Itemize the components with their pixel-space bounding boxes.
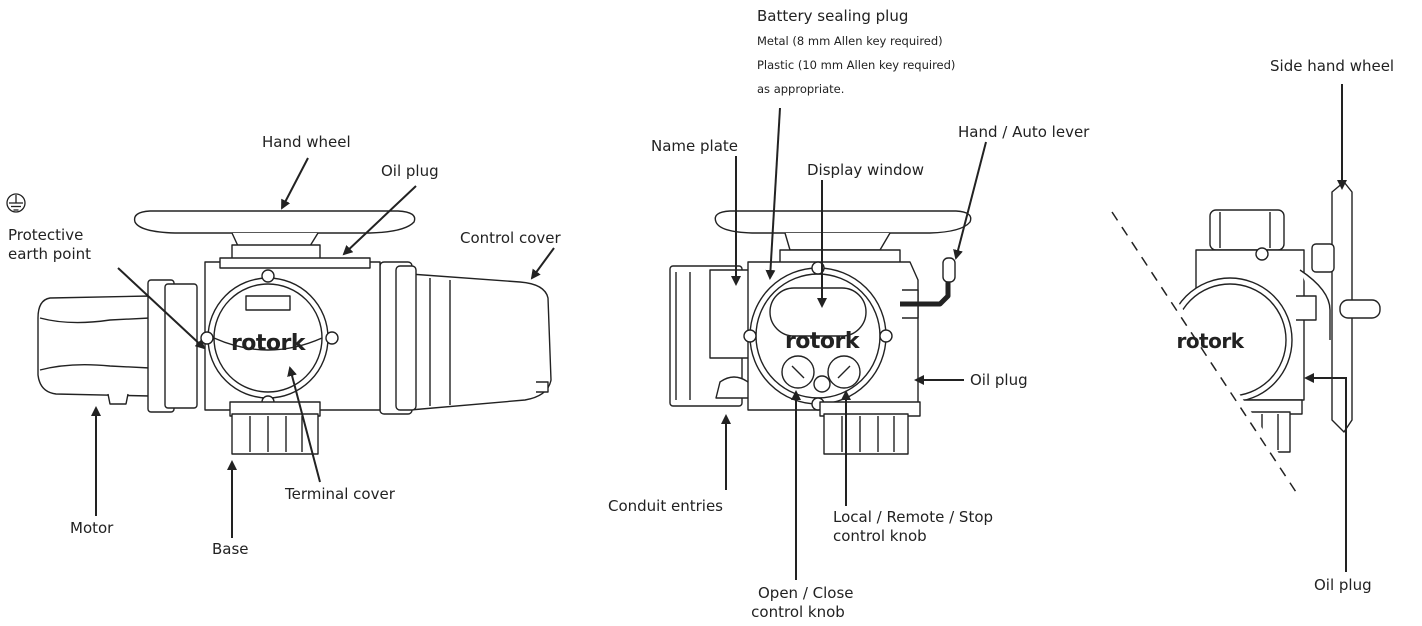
label-battery-line2: Plastic (10 mm Allen key required) <box>757 58 956 72</box>
label-display-window: Display window <box>807 161 924 179</box>
label-hand-wheel: Hand wheel <box>262 133 351 151</box>
label-terminal-cover: Terminal cover <box>285 485 395 503</box>
label-oil-plug-right: Oil plug <box>1314 576 1372 594</box>
rotork-logo: rotork <box>231 331 307 356</box>
arrow-protective-earth <box>117 267 206 350</box>
arrow-control-cover <box>530 247 555 280</box>
arrow-terminal-cover <box>287 366 321 483</box>
arrow-hand-wheel <box>281 157 309 210</box>
arrow-battery-plug <box>765 107 781 280</box>
label-hand-auto-lever: Hand / Auto lever <box>958 123 1090 141</box>
rotork-logo-front: rotork <box>785 329 861 354</box>
cut-line <box>1111 211 1297 493</box>
label-base: Base <box>212 540 249 558</box>
label-battery-line3: as appropriate. <box>757 82 845 96</box>
actuator-front-view <box>669 210 972 455</box>
hand-wheel-rim <box>133 210 416 234</box>
label-battery-line1: Metal (8 mm Allen key required) <box>757 34 943 48</box>
label-motor: Motor <box>70 519 114 537</box>
rotork-logo-angled: rotork <box>1176 329 1244 353</box>
display-window-shape <box>769 287 867 337</box>
actuator-side-view <box>37 210 552 455</box>
label-conduit-entries: Conduit entries <box>608 497 723 515</box>
label-local-remote-1: Local / Remote / Stop <box>833 508 994 526</box>
arrow-oil-plug-top <box>342 185 417 256</box>
label-open-close-1: Open / Close <box>758 584 854 602</box>
protective-earth-icon <box>6 193 26 213</box>
label-side-hand-wheel: Side hand wheel <box>1270 57 1395 75</box>
label-name-plate: Name plate <box>651 137 739 155</box>
label-oil-plug-mid: Oil plug <box>970 371 1028 389</box>
arrow-hand-auto-lever <box>953 141 987 260</box>
control-cover-shape <box>409 273 552 411</box>
label-protective-earth-2: earth point <box>8 245 91 263</box>
arrow-oil-plug-right <box>1304 373 1347 572</box>
label-protective-earth-1: Protective <box>8 226 84 244</box>
hand-wheel-rim-front <box>714 210 972 234</box>
label-oil-plug-top: Oil plug <box>381 162 439 180</box>
motor-shape <box>37 295 151 397</box>
label-local-remote-2: control knob <box>833 527 927 545</box>
label-control-cover: Control cover <box>460 229 561 247</box>
label-battery-sealing-plug: Battery sealing plug <box>757 7 909 25</box>
label-open-close-2: control knob <box>751 603 845 621</box>
